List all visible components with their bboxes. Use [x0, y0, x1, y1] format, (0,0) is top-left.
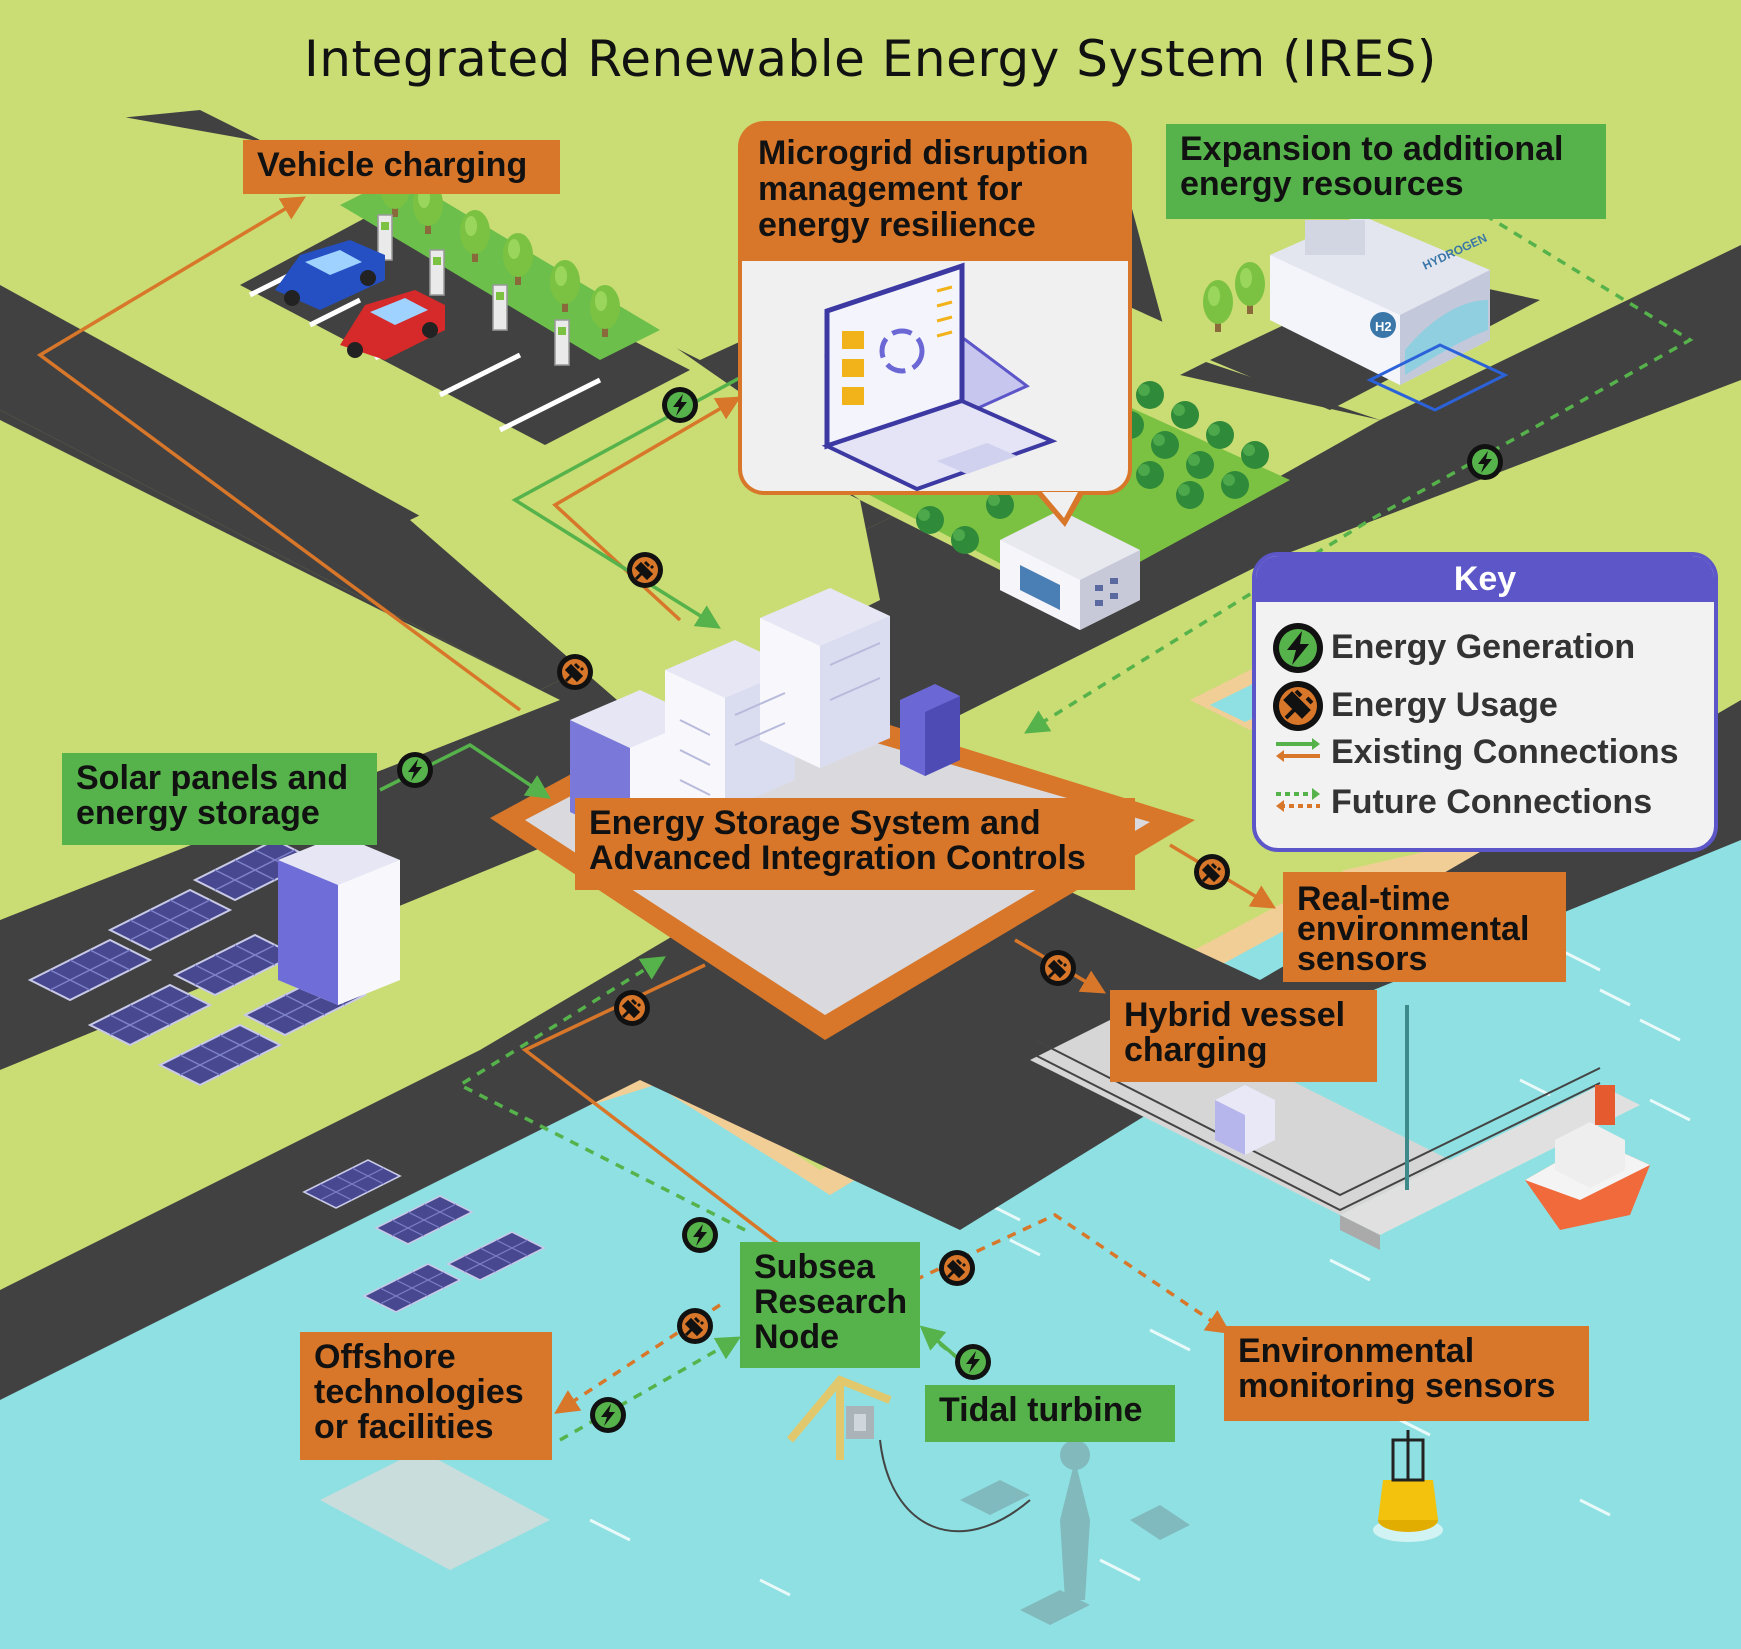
- label-line: energy resilience: [758, 206, 1036, 244]
- label-line: sensors: [1297, 940, 1428, 978]
- label-line: Microgrid disruption: [758, 134, 1089, 172]
- h2-symbol: H2: [1375, 319, 1392, 334]
- label-line: Expansion to additional: [1180, 130, 1564, 168]
- label-line: Offshore: [314, 1338, 456, 1376]
- label-line: technologies: [314, 1373, 524, 1411]
- label-line: energy resources: [1180, 165, 1464, 203]
- label-line: energy storage: [76, 794, 320, 832]
- callout-pointer: [1035, 492, 1085, 527]
- solid-arrows-icon: [1276, 738, 1320, 762]
- legend-key: Key Energy Generation Energy Usage Exist…: [1252, 552, 1718, 852]
- label-tidal-turbine: Tidal turbine: [925, 1385, 1175, 1442]
- label-line: management for: [758, 170, 1023, 208]
- label-expansion: Expansion to additional energy resources: [1166, 124, 1606, 219]
- label-line: Environmental: [1238, 1332, 1475, 1370]
- generation-badge-icon: [1467, 444, 1503, 480]
- label-offshore: Offshore technologies or facilities: [300, 1332, 552, 1460]
- hybrid-vessel: [1525, 1085, 1650, 1230]
- land-lower-left: [0, 840, 640, 1290]
- usage-badge-icon: [1038, 948, 1078, 988]
- label-line: Subsea: [754, 1248, 875, 1286]
- legend-item-generation: Energy Generation: [1331, 628, 1636, 666]
- callout-text: Microgrid disruption management for ener…: [758, 135, 1089, 243]
- usage-badge-icon: [625, 550, 665, 590]
- label-text: Vehicle charging: [257, 146, 528, 184]
- plug-icon: [1273, 681, 1323, 731]
- generation-badge-icon: [662, 387, 698, 423]
- label-subsea: Subsea Research Node: [740, 1242, 920, 1368]
- label-hybrid-vessel: Hybrid vessel charging: [1110, 990, 1377, 1082]
- usage-badge-icon: [937, 1248, 977, 1288]
- generation-badge-icon: [955, 1344, 991, 1380]
- label-vehicle-charging: Vehicle charging: [243, 140, 560, 194]
- label-realtime-sensors: Real-time environmental sensors: [1283, 872, 1566, 982]
- red-car: [340, 290, 445, 360]
- lightning-bolt-icon: [1273, 623, 1323, 673]
- tidal-turbine: [960, 1440, 1190, 1625]
- legend-item-usage: Energy Usage: [1331, 686, 1558, 724]
- blue-car: [275, 240, 385, 310]
- pier-charger: [1215, 1085, 1275, 1155]
- usage-badge-icon: [1192, 852, 1232, 892]
- generation-badge-icon: [682, 1217, 718, 1253]
- usage-badge-icon: [675, 1306, 715, 1346]
- legend-title: Key: [1256, 556, 1714, 602]
- label-line: Node: [754, 1318, 839, 1356]
- solar-storage-cabinet: [278, 835, 400, 1005]
- label-line: environmental: [1297, 910, 1530, 948]
- dashed-arrows-icon: [1276, 788, 1320, 812]
- label-line: Energy Storage System and: [589, 804, 1041, 842]
- offshore-platform: [320, 1450, 550, 1570]
- label-line: Research: [754, 1283, 908, 1321]
- subsea-frame: [786, 1375, 892, 1460]
- label-line: Solar panels and: [76, 759, 349, 797]
- storage-racks: [570, 588, 960, 840]
- label-line: or facilities: [314, 1408, 494, 1446]
- microgrid-building: [1000, 510, 1140, 630]
- label-line: Hybrid vessel: [1124, 996, 1346, 1034]
- legend-item-future: Future Connections: [1331, 783, 1653, 821]
- label-env-monitoring: Environmental monitoring sensors: [1224, 1326, 1589, 1421]
- label-line: Advanced Integration Controls: [589, 839, 1086, 877]
- generation-badge-icon: [397, 752, 433, 788]
- label-ess: Energy Storage System and Advanced Integ…: [575, 798, 1135, 890]
- legend-item-existing: Existing Connections: [1331, 733, 1679, 771]
- label-solar: Solar panels and energy storage: [62, 753, 377, 845]
- page-title: Integrated Renewable Energy System (IRES…: [304, 30, 1437, 88]
- generation-badge-icon: [590, 1397, 626, 1433]
- subsea-cable: [879, 1439, 1031, 1533]
- monitoring-buoy: [1373, 1430, 1443, 1542]
- callout-microgrid: Microgrid disruption management for ener…: [738, 121, 1132, 495]
- hydrogen-building: H2 HYDROGEN: [1203, 215, 1509, 412]
- laptop-illustration: [742, 261, 1128, 491]
- usage-badge-icon: [612, 988, 652, 1028]
- label-line: charging: [1124, 1031, 1268, 1069]
- usage-badge-icon: [555, 652, 595, 692]
- label-line: monitoring sensors: [1238, 1367, 1556, 1405]
- label-text: Tidal turbine: [939, 1391, 1143, 1429]
- label-line: Real-time: [1297, 880, 1451, 918]
